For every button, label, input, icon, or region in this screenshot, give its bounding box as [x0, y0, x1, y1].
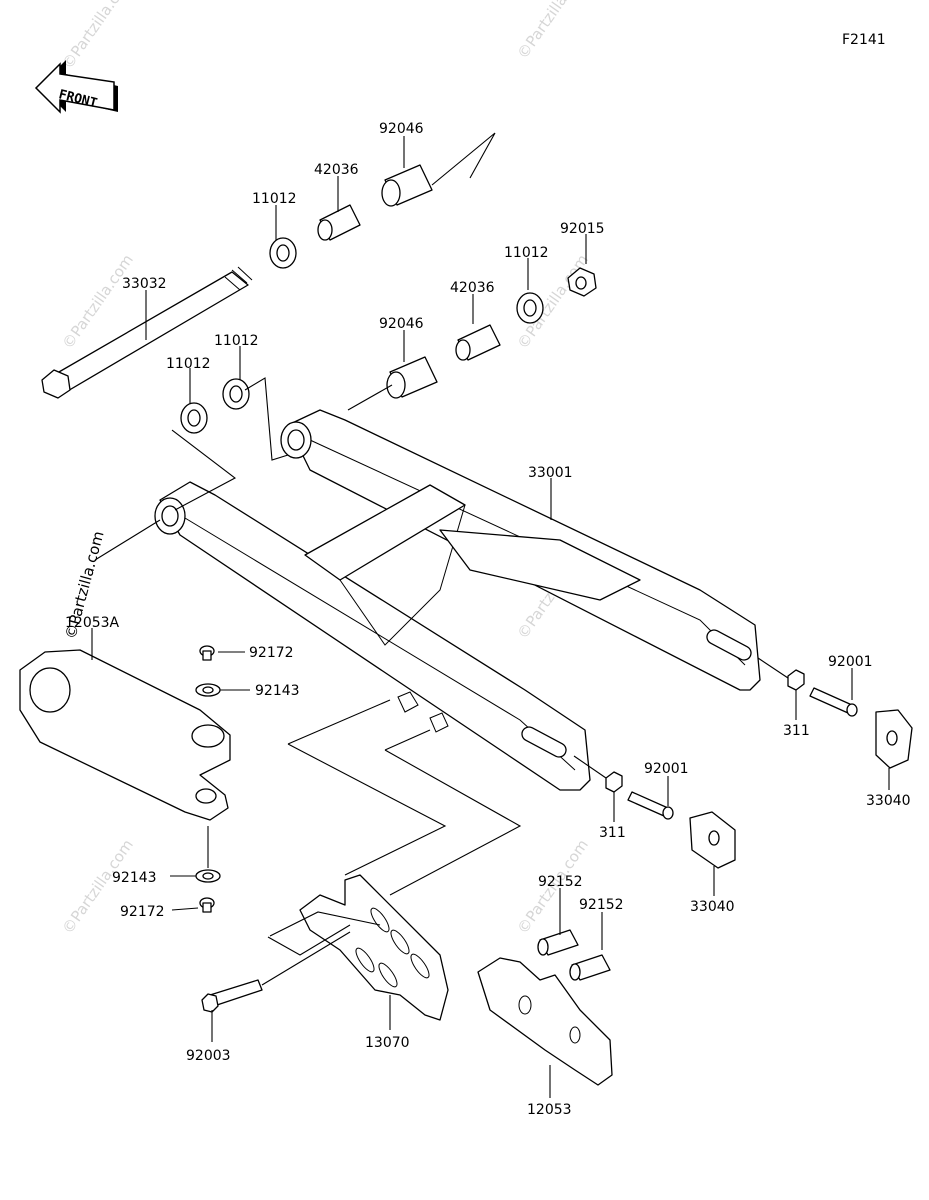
leader-lines [91, 136, 890, 1098]
part-number-33040: 33040 [690, 899, 735, 915]
chain-guide [201, 699, 522, 1021]
part-number-92172: 92172 [249, 645, 294, 661]
part-number-11012: 11012 [504, 245, 549, 261]
part-number-33001: 33001 [528, 465, 573, 481]
part-number-33032: 33032 [122, 276, 167, 292]
part-number-42036: 42036 [450, 280, 495, 296]
watermark: ©Partzilla.com [514, 0, 592, 62]
part-number-92001: 92001 [644, 761, 689, 777]
part-number-92143: 92143 [255, 683, 300, 699]
chain-slider [19, 649, 231, 821]
part-number-92046: 92046 [379, 121, 424, 137]
part-number-92001: 92001 [828, 654, 873, 670]
slider-screws [195, 645, 221, 913]
pivot-hardware-lower [94, 267, 597, 561]
part-number-11012: 11012 [252, 191, 297, 207]
pivot-shaft [41, 266, 253, 399]
part-number-311: 311 [783, 723, 810, 739]
part-number-33040: 33040 [866, 793, 911, 809]
swingarm [154, 409, 761, 791]
pivot-hardware-upper [269, 132, 496, 269]
chain-guide-slider [477, 929, 613, 1086]
chain-adjuster-hardware [573, 657, 913, 869]
part-labels: 33032 11012 42036 92046 11012 11012 9204… [65, 121, 911, 1118]
part-number-92152: 92152 [538, 874, 583, 890]
part-number-92152: 92152 [579, 897, 624, 913]
part-number-42036: 42036 [314, 162, 359, 178]
watermark: ©Partzilla.com [59, 0, 137, 72]
part-number-92172: 92172 [120, 904, 165, 920]
watermark: ©Partzilla.com [59, 836, 137, 937]
part-number-12053: 12053 [527, 1102, 572, 1118]
part-number-13070: 13070 [365, 1035, 410, 1051]
part-number-11012: 11012 [214, 333, 259, 349]
front-arrow-icon: FRONT [34, 60, 118, 114]
figure-code: F2141 [842, 32, 886, 48]
part-number-92015: 92015 [560, 221, 605, 237]
part-number-92143: 92143 [112, 870, 157, 886]
part-number-92003: 92003 [186, 1048, 231, 1064]
part-number-12053A: 12053A [65, 615, 120, 631]
part-number-311: 311 [599, 825, 626, 841]
part-number-92046: 92046 [379, 316, 424, 332]
part-number-11012: 11012 [166, 356, 211, 372]
